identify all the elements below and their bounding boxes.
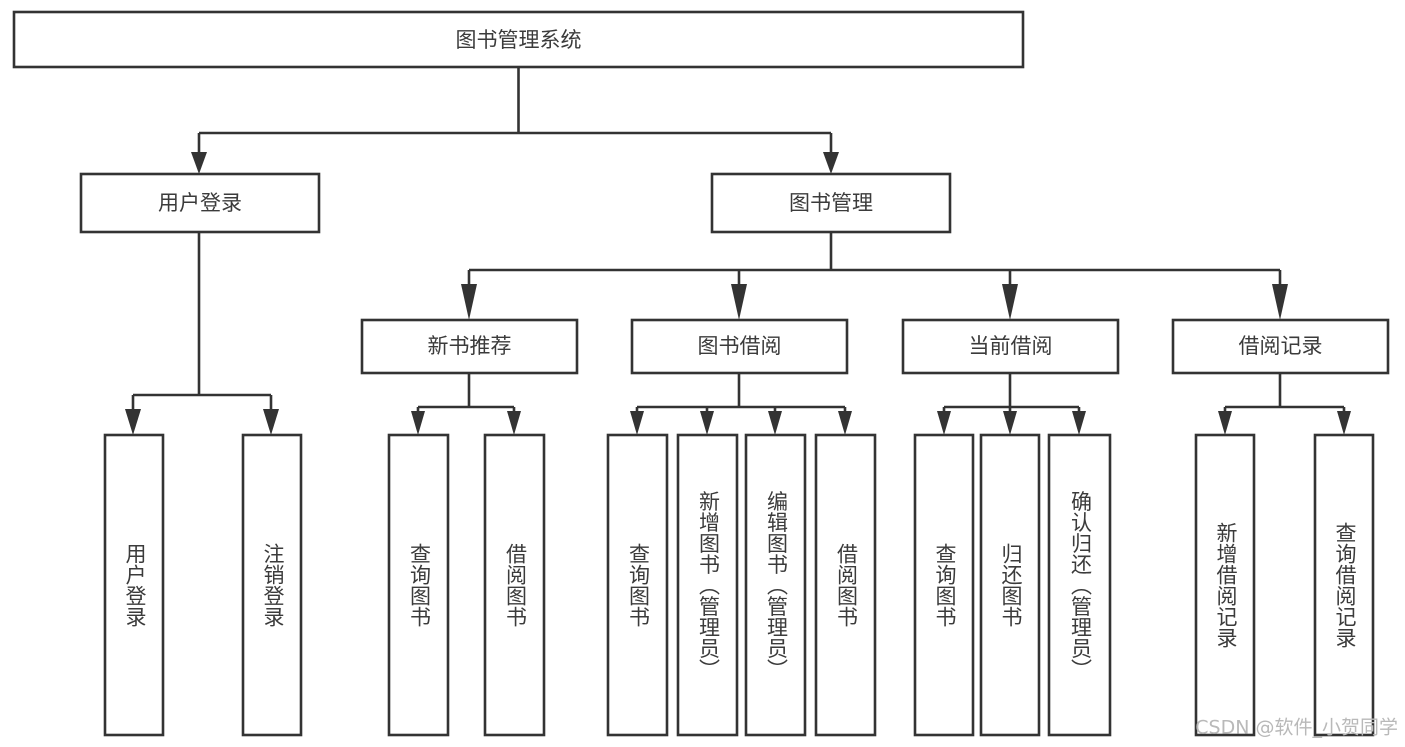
arrow-head-new-book-recommend	[461, 284, 477, 320]
node-leaf-return-book-box[interactable]	[979, 433, 1041, 737]
node-leaf-confirm-return-box[interactable]	[1047, 433, 1112, 737]
connector-layer	[125, 67, 1351, 435]
node-leaf-user-login-box[interactable]	[103, 433, 165, 737]
node-new-book-recommend-box[interactable]	[360, 318, 579, 375]
node-leaf-add-record-box[interactable]	[1194, 433, 1256, 737]
node-leaf-add-record[interactable]: 新增借阅记录	[1194, 433, 1256, 737]
node-leaf-confirm-return[interactable]: 确认归还（管理员）	[1047, 433, 1112, 737]
arrow-head-leaf-return-book	[1003, 411, 1017, 435]
node-leaf-add-book-box[interactable]	[676, 433, 739, 737]
node-root-label: 图书管理系统	[456, 28, 582, 52]
node-leaf-user-logout[interactable]: 注销登录	[241, 433, 303, 737]
node-book-manage-box[interactable]	[710, 172, 952, 234]
arrow-head-leaf-query-book-3	[937, 411, 951, 435]
node-leaf-query-book-2-label: 查询图书	[627, 543, 651, 627]
node-leaf-query-book-3[interactable]: 查询图书	[913, 433, 975, 737]
node-leaf-query-record-box[interactable]	[1313, 433, 1375, 737]
node-leaf-borrow-book-1[interactable]: 借阅图书	[483, 433, 546, 737]
node-leaf-edit-book-box[interactable]	[744, 433, 807, 737]
node-leaf-user-logout-box[interactable]	[241, 433, 303, 737]
arrow-head-leaf-query-record	[1337, 411, 1351, 435]
node-leaf-confirm-return-label: 确认归还（管理员）	[1069, 491, 1093, 680]
arrow-head-book-manage	[823, 152, 839, 174]
node-leaf-query-record-label: 查询借阅记录	[1333, 522, 1357, 648]
node-leaf-edit-book[interactable]: 编辑图书（管理员）	[744, 433, 807, 737]
arrow-head-leaf-edit-book	[768, 411, 782, 435]
node-leaf-borrow-book-2[interactable]: 借阅图书	[814, 433, 877, 737]
node-book-borrow-label: 图书借阅	[698, 334, 782, 358]
node-leaf-return-book[interactable]: 归还图书	[979, 433, 1041, 737]
node-current-borrow-box[interactable]	[901, 318, 1120, 375]
node-root-box[interactable]	[12, 10, 1025, 69]
arrow-head-book-borrow	[731, 284, 747, 320]
node-leaf-user-login[interactable]: 用户登录	[103, 433, 165, 737]
node-leaf-add-book-label: 新增图书（管理员）	[697, 491, 721, 680]
node-leaf-borrow-book-2-box[interactable]	[814, 433, 877, 737]
node-user-login-box[interactable]	[79, 172, 321, 234]
node-user-login[interactable]: 用户登录	[79, 172, 321, 234]
node-leaf-query-book-2-box[interactable]	[606, 433, 669, 737]
arrow-head-leaf-query-book-2	[630, 411, 644, 435]
node-leaf-borrow-book-2-label: 借阅图书	[835, 543, 859, 627]
arrow-head-borrow-record	[1272, 284, 1288, 320]
node-book-manage-label: 图书管理	[789, 191, 873, 215]
node-leaf-query-book-1-box[interactable]	[387, 433, 450, 737]
node-user-login-label: 用户登录	[158, 191, 242, 215]
node-leaf-borrow-book-1-label: 借阅图书	[504, 543, 528, 627]
node-leaf-query-book-3-box[interactable]	[913, 433, 975, 737]
arrow-head-leaf-user-login	[125, 409, 141, 435]
node-borrow-record-box[interactable]	[1171, 318, 1390, 375]
node-leaf-edit-book-label: 编辑图书（管理员）	[765, 491, 789, 680]
node-book-borrow[interactable]: 图书借阅	[630, 318, 849, 375]
arrow-head-leaf-confirm-return	[1072, 411, 1086, 435]
node-leaf-query-book-3-label: 查询图书	[933, 543, 957, 627]
node-current-borrow-label: 当前借阅	[969, 334, 1053, 358]
node-new-book-recommend[interactable]: 新书推荐	[360, 318, 579, 375]
node-leaf-user-login-label: 用户登录	[123, 543, 147, 627]
node-leaf-query-book-1[interactable]: 查询图书	[387, 433, 450, 737]
node-borrow-record[interactable]: 借阅记录	[1171, 318, 1390, 375]
node-book-borrow-box[interactable]	[630, 318, 849, 375]
arrow-head-leaf-query-book-1	[411, 411, 425, 435]
arrow-head-leaf-borrow-book-1	[507, 411, 521, 435]
node-leaf-user-logout-label: 注销登录	[261, 543, 285, 627]
node-leaf-query-record[interactable]: 查询借阅记录	[1313, 433, 1375, 737]
node-leaf-query-book-2[interactable]: 查询图书	[606, 433, 669, 737]
arrow-head-current-borrow	[1002, 284, 1018, 320]
node-book-manage[interactable]: 图书管理	[710, 172, 952, 234]
node-new-book-recommend-label: 新书推荐	[428, 334, 512, 358]
arrow-head-leaf-borrow-book-2	[838, 411, 852, 435]
arrow-head-leaf-add-book	[700, 411, 714, 435]
arrow-head-leaf-add-record	[1218, 411, 1232, 435]
arrow-head-user-login	[191, 152, 207, 174]
node-leaf-add-book[interactable]: 新增图书（管理员）	[676, 433, 739, 737]
node-current-borrow[interactable]: 当前借阅	[901, 318, 1120, 375]
node-leaf-add-record-label: 新增借阅记录	[1214, 522, 1238, 648]
node-leaf-return-book-label: 归还图书	[999, 543, 1023, 627]
node-root[interactable]: 图书管理系统	[12, 10, 1025, 69]
node-leaf-query-book-1-label: 查询图书	[408, 543, 432, 627]
node-borrow-record-label: 借阅记录	[1239, 334, 1323, 358]
arrow-head-leaf-user-logout	[263, 409, 279, 435]
watermark-label: CSDN @软件_小贺同学	[1195, 717, 1398, 739]
node-leaf-borrow-book-1-box[interactable]	[483, 433, 546, 737]
